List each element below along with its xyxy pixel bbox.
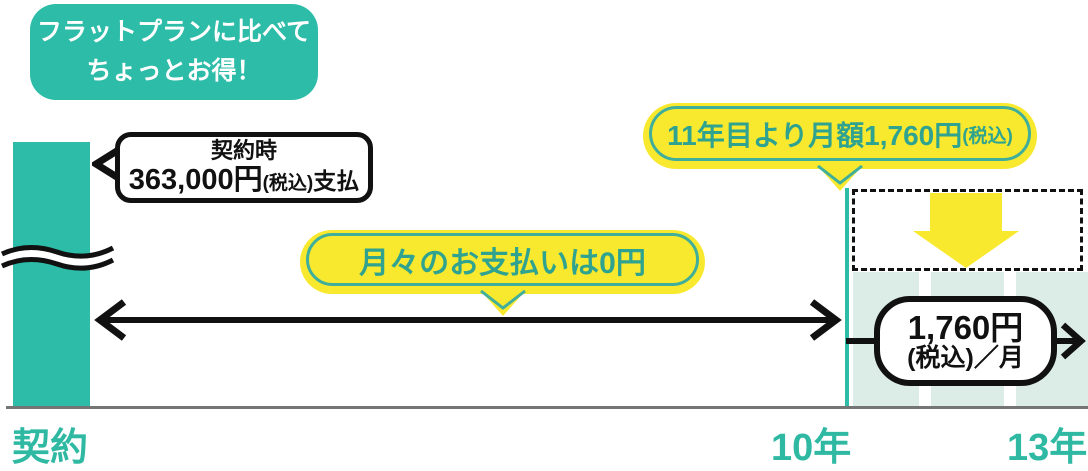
year11-pill-tax-note: (税込)	[962, 125, 1013, 147]
contract-bubble-amount-line: 363,000円(税込)支払	[129, 164, 359, 196]
contract-amount: 363,000円	[128, 163, 263, 196]
monthly-fee-unit: (税込)／月	[907, 344, 1024, 373]
monthly-fee-box: 1,760円 (税込)／月	[874, 296, 1057, 386]
monthly-zero-pill: 月々のお支払いは0円	[300, 230, 705, 316]
monthly-fee-amount: 1,760円	[907, 308, 1024, 346]
promo-badge-line2: ちょっとお得！	[86, 57, 262, 85]
down-arrow-icon	[913, 193, 1019, 268]
year10-divider	[845, 188, 849, 407]
contract-bar	[13, 142, 90, 407]
label-contract: 契約	[12, 427, 89, 469]
label-10-years: 10年	[771, 427, 852, 469]
contract-tax-note: (税込)	[262, 172, 314, 194]
right-arrow-icon	[1053, 322, 1086, 360]
bubble-tail-icon	[92, 146, 122, 182]
promo-badge-line1: フラットプランに比べて	[36, 18, 311, 47]
bar-break-icon	[0, 245, 115, 271]
timeline-baseline	[6, 406, 1088, 409]
pill-tail-icon	[479, 290, 526, 316]
double-arrow-icon	[94, 299, 842, 341]
contract-bubble-title: 契約時	[210, 137, 277, 163]
year11-pill: 11年目より月額1,760円(税込)	[643, 103, 1037, 191]
promo-badge: フラットプランに比べて ちょっとお得！	[30, 4, 318, 100]
contract-suffix: 支払	[313, 167, 360, 194]
year11-pill-text: 11年目より月額1,760円	[667, 120, 963, 151]
label-13-years: 13年	[1007, 427, 1088, 469]
pill-tail-icon	[817, 165, 863, 191]
contract-bubble: 契約時 363,000円(税込)支払	[115, 132, 373, 203]
monthly-zero-pill-text: 月々のお支払いは0円	[359, 247, 646, 280]
arrow-segment	[846, 338, 878, 344]
